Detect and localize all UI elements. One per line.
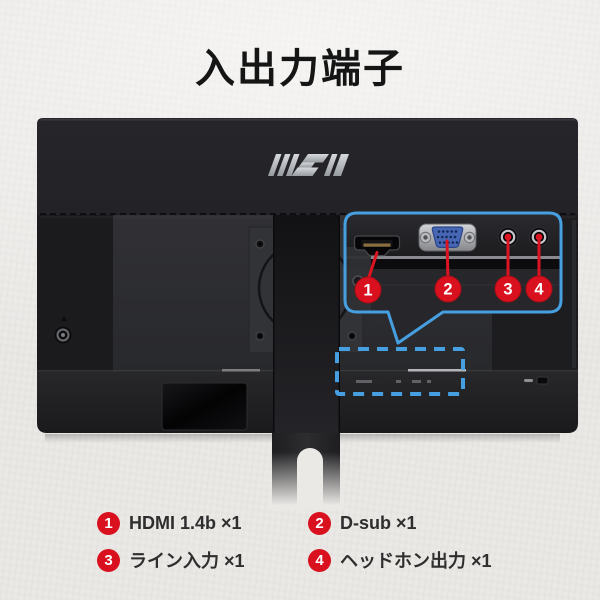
callout-badges: 1 2 3 4	[354, 275, 553, 304]
legend-label-hdmi: HDMI 1.4b ×1	[129, 512, 242, 533]
badge-2-number: 2	[443, 281, 452, 299]
port-legend: 1 HDMI 1.4b ×1 2 D-sub ×1 3 ライン入力 ×1 4 ヘ…	[97, 511, 492, 572]
hdmi-port	[353, 235, 401, 257]
badge-4	[525, 275, 553, 303]
legend-badge-3: 3	[97, 548, 120, 572]
port-strip-highlight	[408, 369, 466, 372]
stand-column-upper	[273, 215, 340, 433]
stand-fadeout	[268, 452, 344, 510]
legend-label-dsub: D-sub ×1	[340, 512, 417, 533]
leader-lines	[366, 235, 541, 282]
callout-dark-strip	[345, 259, 561, 269]
vesa-screw	[255, 331, 265, 341]
badge-1	[354, 276, 382, 304]
legend-badge-2: 2	[308, 511, 331, 535]
legend-badge-1: 1	[97, 511, 120, 535]
osd-button-marks	[356, 380, 431, 383]
callout-bubble-outline	[343, 211, 563, 345]
stand-edge	[273, 215, 275, 433]
port-callout: 1 2 3 4	[343, 211, 563, 345]
bar-highlight-segment	[222, 369, 260, 372]
leader-dot	[535, 233, 543, 241]
dsub-pins	[436, 230, 459, 244]
callout-silver-strip	[345, 256, 561, 259]
callout-interior: 1 2 3 4	[345, 213, 561, 343]
msi-logo	[267, 154, 349, 176]
legend-label-headphone: ヘッドホン出力 ×1	[340, 551, 492, 571]
badge-3-number: 3	[503, 281, 512, 299]
stand-edge	[338, 215, 340, 433]
badge-3	[494, 275, 522, 303]
badge-4-number: 4	[534, 281, 544, 299]
triangle-marker-icon	[61, 316, 67, 321]
top-edge-highlight	[41, 119, 575, 121]
right-edge-highlight	[572, 220, 576, 368]
badge-1-number: 1	[363, 282, 372, 300]
release-screw	[54, 316, 72, 344]
legend-badge-4: 4	[308, 548, 331, 572]
legend-item-line-in: 3 ライン入力 ×1	[97, 548, 308, 572]
legend-item-hdmi: 1 HDMI 1.4b ×1	[97, 511, 308, 535]
kensington-lock-slot	[536, 376, 549, 385]
left-dark-panel	[37, 215, 113, 371]
dsub-port	[418, 223, 477, 252]
legend-label-line-in: ライン入力 ×1	[129, 551, 245, 571]
vesa-screw	[347, 331, 357, 341]
bar-slot-mark	[524, 379, 533, 382]
badge-2	[434, 275, 462, 303]
monitor-stand	[268, 215, 344, 510]
legend-item-headphone: 4 ヘッドホン出力 ×1	[308, 548, 492, 572]
rating-label-window	[161, 382, 248, 431]
page-title: 入出力端子	[195, 47, 405, 91]
vesa-screw	[255, 239, 265, 249]
legend-item-dsub: 2 D-sub ×1	[308, 511, 492, 535]
port-area-dashed-box	[335, 347, 465, 396]
leader-dot	[504, 233, 512, 241]
